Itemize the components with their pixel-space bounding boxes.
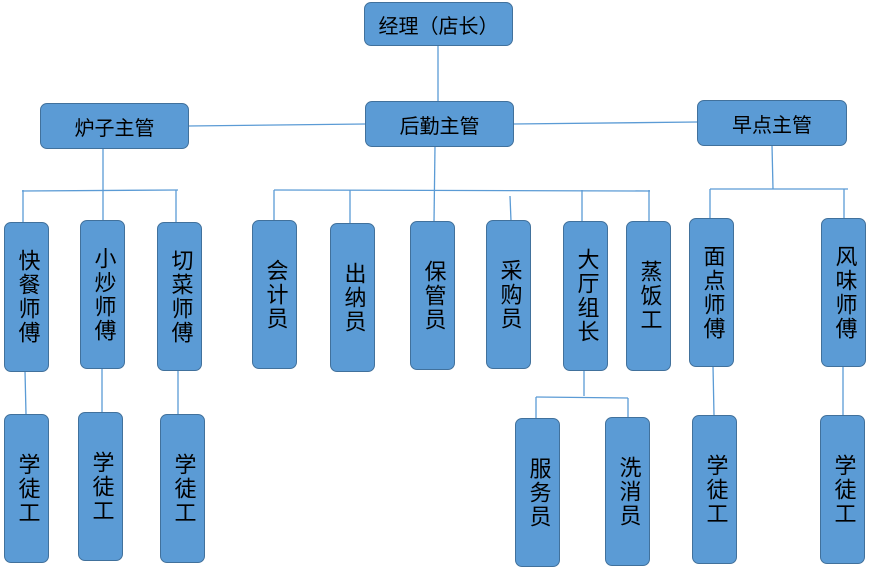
node-label: 经理（店长） (378, 13, 499, 38)
node-apprentice[interactable]: 学徒工 (160, 414, 205, 563)
node-logistics-supervisor[interactable]: 后勤主管 (365, 101, 514, 147)
node-label: 面点师傅 (699, 244, 725, 341)
node-cashier[interactable]: 出纳员 (330, 223, 375, 372)
node-label: 后勤主管 (399, 113, 480, 138)
node-label: 学徒工 (170, 452, 196, 525)
node-label: 出纳员 (340, 261, 366, 334)
node-label: 小炒师傅 (90, 246, 116, 343)
node-hall-leader[interactable]: 大厅组长 (563, 221, 608, 371)
node-breakfast-supervisor[interactable]: 早点主管 (697, 100, 847, 146)
node-label: 蒸饭工 (636, 260, 662, 332)
node-label: 快餐师傅 (14, 249, 40, 345)
node-label: 大厅组长 (573, 248, 599, 344)
node-label: 服务员 (525, 456, 551, 529)
connector (512, 121, 698, 125)
connector (21, 189, 179, 192)
node-label: 风味师傅 (831, 244, 857, 341)
node-pastry-chef[interactable]: 面点师傅 (689, 218, 734, 367)
node-flavor-chef[interactable]: 风味师傅 (821, 218, 866, 367)
node-label: 炉子主管 (74, 115, 155, 140)
connector (712, 365, 715, 416)
node-buyer[interactable]: 采购员 (486, 220, 531, 369)
node-accountant[interactable]: 会计员 (252, 220, 297, 369)
node-label: 学徒工 (14, 452, 40, 525)
node-stove-supervisor[interactable]: 炉子主管 (40, 103, 189, 149)
node-stirfry-chef[interactable]: 小炒师傅 (80, 220, 125, 369)
node-rice-cook[interactable]: 蒸饭工 (626, 221, 671, 371)
node-label: 会计员 (262, 258, 288, 331)
node-label: 保管员 (420, 259, 446, 332)
connector (187, 123, 366, 127)
connector (24, 370, 27, 415)
connector (771, 144, 774, 190)
node-apprentice[interactable]: 学徒工 (78, 412, 123, 561)
connector (273, 189, 651, 192)
connector (433, 145, 436, 223)
node-apprentice[interactable]: 学徒工 (4, 414, 49, 563)
node-storekeeper[interactable]: 保管员 (410, 221, 455, 370)
node-label: 学徒工 (830, 453, 856, 526)
node-waiter[interactable]: 服务员 (515, 418, 560, 567)
node-apprentice[interactable]: 学徒工 (692, 415, 737, 564)
node-apprentice[interactable]: 学徒工 (820, 415, 865, 564)
node-label: 洗消员 (615, 455, 641, 528)
connector (509, 195, 512, 222)
node-label: 采购员 (496, 258, 522, 331)
node-label: 学徒工 (88, 450, 114, 523)
node-label: 学徒工 (702, 453, 728, 526)
node-label: 早点主管 (732, 112, 812, 137)
node-manager[interactable]: 经理（店长） (364, 2, 513, 46)
node-label: 切菜师傅 (167, 248, 193, 345)
node-cutting-chef[interactable]: 切菜师傅 (157, 222, 202, 371)
node-dishwasher[interactable]: 洗消员 (605, 417, 650, 566)
node-fastfood-chef[interactable]: 快餐师傅 (4, 222, 49, 372)
connector (535, 396, 629, 399)
